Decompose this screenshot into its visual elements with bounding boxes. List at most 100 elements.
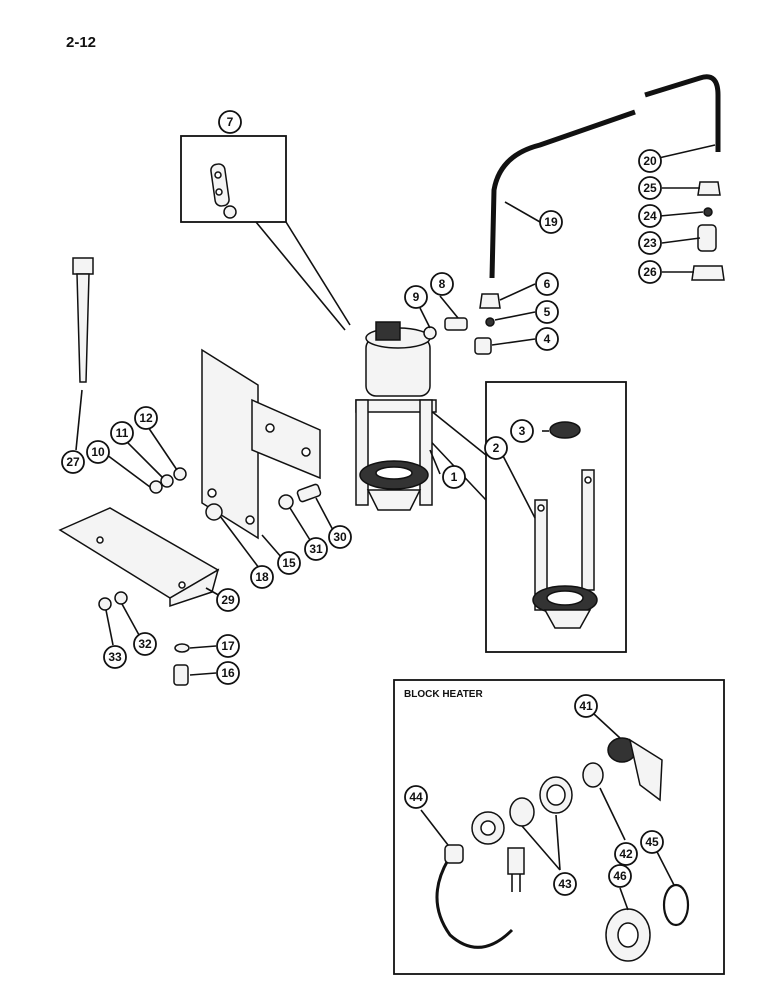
- callout-44: 44: [404, 785, 428, 809]
- callout-19: 19: [539, 210, 563, 234]
- svg-text:6: 6: [544, 277, 551, 291]
- nut-part-33: [98, 597, 112, 611]
- callout-30: 30: [328, 525, 352, 549]
- washer-part-31: [278, 494, 294, 510]
- callout-4: 4: [535, 327, 559, 351]
- callout-12: 12: [134, 406, 158, 430]
- block-heater-inset: BLOCK HEATER: [393, 679, 725, 975]
- gasket-hole: [546, 784, 566, 806]
- callout-16: 16: [216, 661, 240, 685]
- callout-46: 46: [608, 864, 632, 888]
- page-number: 2-12: [66, 34, 97, 51]
- block-heater-title: BLOCK HEATER: [404, 689, 483, 700]
- elbow-part-4: [474, 337, 492, 355]
- callout-15: 15: [277, 551, 301, 575]
- svg-text:41: 41: [579, 699, 593, 713]
- callout-24: 24: [638, 204, 662, 228]
- inset-box-2: [485, 381, 627, 653]
- lower-hardware-group: [98, 591, 190, 686]
- svg-text:5: 5: [544, 305, 551, 319]
- heater-cord-part-44: [435, 844, 525, 949]
- svg-text:8: 8: [439, 277, 446, 291]
- washer-part-42: [582, 762, 604, 788]
- bracket-clip-part: [210, 163, 237, 219]
- callout-25: 25: [638, 176, 662, 200]
- callout-18: 18: [250, 565, 274, 589]
- nut-part-10: [149, 480, 163, 494]
- callout-3: 3: [510, 419, 534, 443]
- inset-2-leader: [429, 409, 487, 456]
- callout-45: 45: [640, 830, 664, 854]
- callout-20: 20: [638, 149, 662, 173]
- mounting-bracket-part: [201, 348, 321, 540]
- svg-text:3: 3: [519, 424, 526, 438]
- filter-base-bracket-part: [532, 469, 598, 629]
- tie-strap-part: [72, 257, 94, 383]
- svg-text:16: 16: [221, 666, 235, 680]
- heater-element-part-41: [607, 737, 663, 802]
- adapter-part-46: [605, 908, 651, 962]
- callout-10: 10: [86, 440, 110, 464]
- svg-text:4: 4: [544, 332, 551, 346]
- sleeve-part-43: [509, 797, 535, 827]
- svg-text:7: 7: [227, 115, 234, 129]
- svg-text:30: 30: [333, 530, 347, 544]
- callout-27: 27: [61, 450, 85, 474]
- cap-part-3: [549, 421, 581, 439]
- washer-part-17: [174, 643, 190, 653]
- callout-2: 2: [484, 436, 508, 460]
- svg-text:11: 11: [116, 426, 129, 440]
- ferrule-part-5: [485, 317, 495, 327]
- callout-42: 42: [614, 842, 638, 866]
- svg-text:29: 29: [221, 593, 235, 607]
- washer-part-32: [114, 591, 128, 605]
- bolt-part-8: [444, 317, 468, 331]
- callout-41: 41: [574, 694, 598, 718]
- ferrule-part-24: [703, 207, 713, 217]
- svg-text:43: 43: [558, 877, 572, 891]
- svg-text:20: 20: [643, 154, 657, 168]
- callout-43: 43: [553, 872, 577, 896]
- svg-text:10: 10: [91, 445, 105, 459]
- nut-heater-hole: [480, 820, 496, 836]
- callout-29: 29: [216, 588, 240, 612]
- o-ring-part-45: [662, 883, 690, 927]
- callout-7: 7: [218, 110, 242, 134]
- svg-text:33: 33: [108, 650, 122, 664]
- fuel-line-part: [489, 74, 721, 279]
- svg-text:9: 9: [413, 290, 420, 304]
- svg-text:42: 42: [619, 847, 633, 861]
- svg-text:46: 46: [613, 869, 627, 883]
- block-heater-box: [393, 679, 725, 975]
- svg-text:23: 23: [643, 236, 657, 250]
- svg-text:12: 12: [139, 411, 153, 425]
- svg-text:17: 17: [221, 639, 235, 653]
- svg-text:1: 1: [451, 470, 458, 484]
- washer-part-11: [160, 474, 174, 488]
- svg-text:44: 44: [409, 790, 423, 804]
- svg-text:18: 18: [255, 570, 269, 584]
- callout-1: 1: [442, 465, 466, 489]
- inset-box-7: [180, 135, 287, 223]
- callout-9: 9: [404, 285, 428, 309]
- callout-26: 26: [638, 260, 662, 284]
- washer-part-9: [423, 326, 437, 340]
- svg-text:25: 25: [643, 181, 657, 195]
- svg-text:45: 45: [645, 835, 659, 849]
- callout-11: 11: [110, 421, 134, 445]
- callout-32: 32: [133, 632, 157, 656]
- callout-33: 33: [103, 645, 127, 669]
- fittings-group: [423, 293, 501, 355]
- nut-part-18: [205, 503, 223, 521]
- svg-text:27: 27: [66, 455, 80, 469]
- callout-31: 31: [304, 537, 328, 561]
- callout-17: 17: [216, 634, 240, 658]
- svg-text:24: 24: [643, 209, 657, 223]
- callout-8: 8: [430, 272, 454, 296]
- svg-text:2: 2: [493, 441, 500, 455]
- bolt-part-30: [296, 483, 322, 503]
- inset-7-leader-b: [285, 221, 351, 326]
- filter-assembly-part: [355, 321, 437, 511]
- nut-part-25: [697, 181, 721, 196]
